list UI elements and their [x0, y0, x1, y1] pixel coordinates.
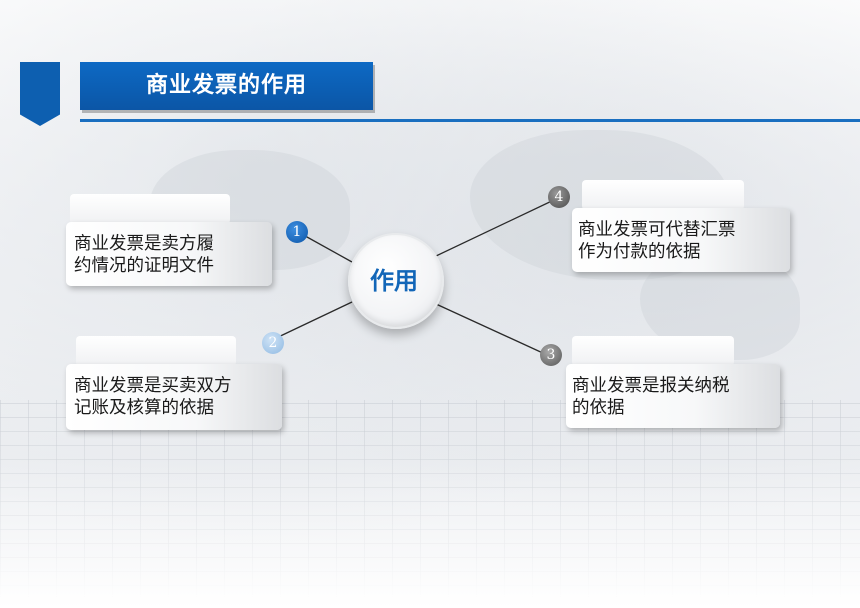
- center-label: 作用: [370, 267, 418, 295]
- item-1-box: [66, 222, 272, 286]
- item-1-line-2: 约情况的证明文件: [74, 256, 214, 276]
- item-3-box: [566, 364, 780, 428]
- item-3-line-2: 的依据: [572, 398, 625, 418]
- item-4-line-2: 作为付款的依据: [578, 242, 701, 262]
- grid-floor: [0, 400, 860, 600]
- item-3-tab: [572, 336, 734, 366]
- item-3-line-1: 商业发票是报关纳税: [572, 376, 730, 396]
- item-3-number-badge: 3: [540, 344, 562, 366]
- header-title-box: [80, 62, 373, 110]
- connector-line-2: [271, 301, 353, 341]
- item-4-text: 商业发票可代替汇票 作为付款的依据: [578, 219, 736, 263]
- item-4-tab: [582, 180, 744, 210]
- item-1-text: 商业发票是卖方履 约情况的证明文件: [74, 233, 214, 277]
- header-ribbon-tab: [20, 62, 60, 126]
- item-2-line-2: 记账及核算的依据: [74, 398, 214, 418]
- center-circle: [348, 233, 444, 329]
- item-2-line-1: 商业发票是买卖双方: [74, 376, 232, 396]
- item-1-line-1: 商业发票是卖方履: [74, 234, 214, 254]
- item-2-box: [66, 364, 282, 430]
- item-3-text: 商业发票是报关纳税 的依据: [572, 375, 730, 419]
- page-title: 商业发票的作用: [145, 73, 307, 98]
- item-1-tab: [70, 194, 230, 224]
- item-4-line-1: 商业发票可代替汇票: [578, 220, 736, 240]
- item-2-number-badge: 2: [262, 332, 284, 354]
- connector-line-4: [435, 198, 557, 257]
- connector-line-1: [297, 231, 353, 263]
- item-1-number-badge: 1: [286, 221, 308, 243]
- item-4-number-badge: 4: [548, 186, 570, 208]
- connector-line-3: [435, 303, 546, 355]
- item-2-text: 商业发票是买卖双方 记账及核算的依据: [74, 375, 232, 419]
- header-underline: [80, 119, 860, 122]
- item-4-box: [572, 208, 790, 272]
- item-2-tab: [76, 336, 236, 366]
